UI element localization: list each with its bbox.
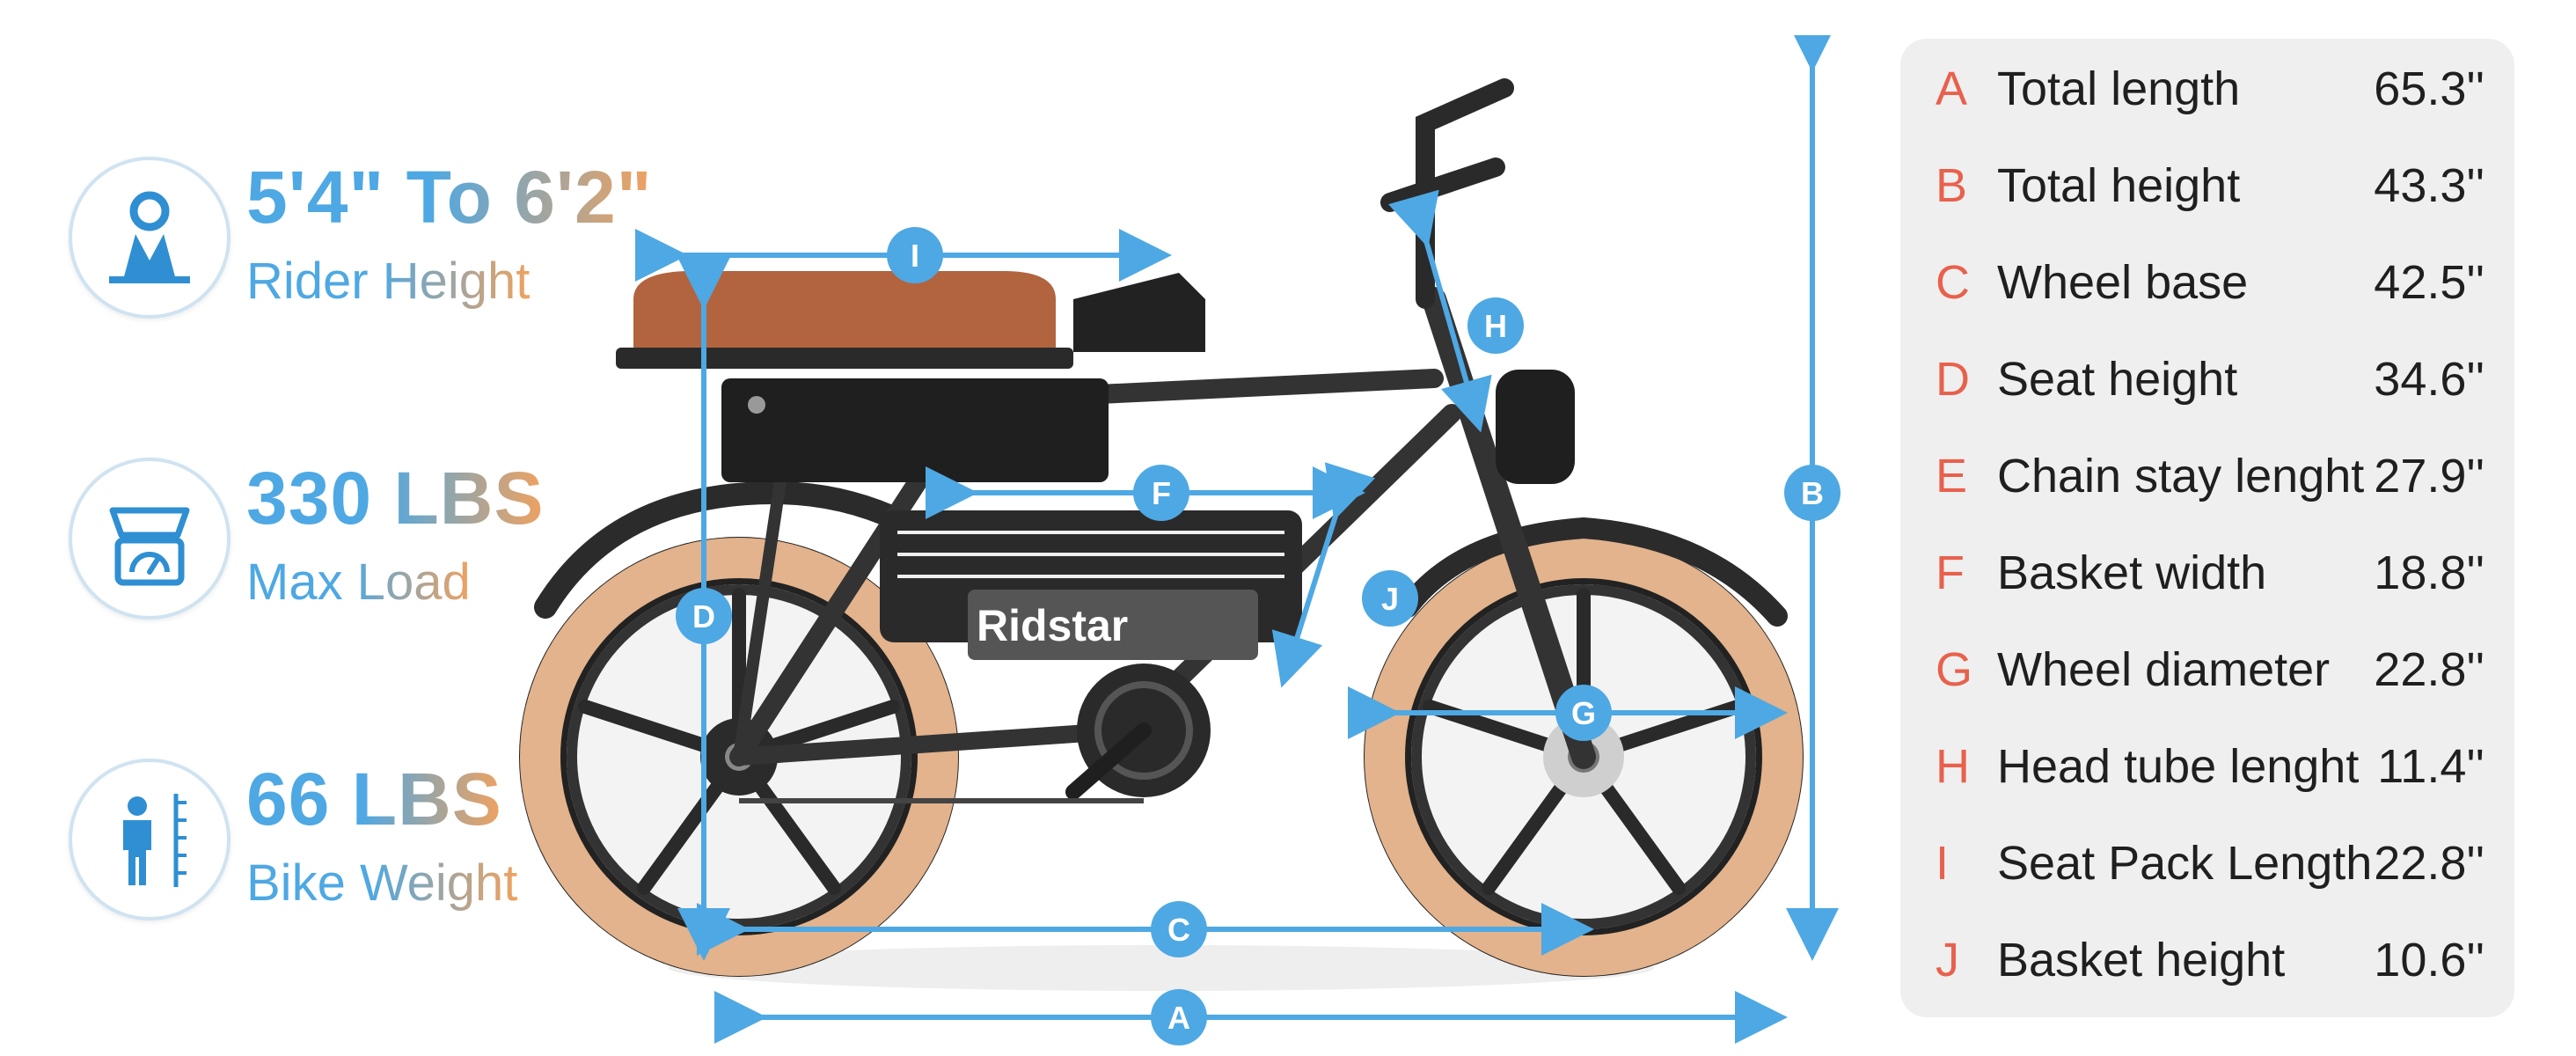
spec-value: 43.3'' (2374, 159, 2485, 212)
spec-value: 27.9'' (2374, 450, 2485, 502)
svg-text:H: H (1484, 308, 1507, 344)
spec-row-g: G Wheel diameter 22.8'' (1900, 620, 2514, 716)
bike-weight-label: Bike Weight (246, 854, 518, 912)
headlight (1496, 370, 1575, 484)
spec-name: Seat height (1997, 353, 2238, 406)
spec-name: Basket width (1997, 546, 2267, 599)
spec-letter: J (1936, 934, 1959, 986)
marker-c: C (1151, 901, 1207, 957)
dim-line-j (1271, 462, 1376, 688)
dim-line-h (1387, 189, 1492, 433)
spec-name: Total length (1997, 62, 2241, 115)
spec-name: Basket height (1997, 934, 2286, 986)
marker-d: D (676, 588, 732, 644)
scale-icon (69, 458, 231, 620)
spec-value: 10.6'' (2374, 934, 2485, 986)
brand-logo: Ridstar (977, 601, 1128, 650)
spec-name: Head tube lenght (1997, 740, 2360, 793)
marker-j: J (1362, 570, 1418, 627)
spec-row-i: I Seat Pack Length 22.8'' (1900, 813, 2514, 910)
marker-b: B (1784, 465, 1841, 521)
stat-rider-height: 5'4" To 6'2" Rider Height (69, 148, 652, 324)
stat-bike-weight: 66 LBS Bike Weight (69, 750, 614, 926)
spec-value: 18.8'' (2374, 546, 2485, 599)
seat (633, 271, 1056, 352)
spec-name: Chain stay lenght (1997, 450, 2365, 502)
marker-f: F (1133, 465, 1189, 521)
spec-value: 42.5'' (2374, 256, 2485, 309)
spec-value: 22.8'' (2374, 837, 2485, 890)
max-load-label: Max Load (246, 554, 471, 611)
svg-text:C: C (1167, 912, 1190, 948)
spec-letter: A (1936, 62, 1968, 115)
spec-row-f: F Basket width 18.8'' (1900, 523, 2514, 620)
spec-letter: I (1936, 837, 1950, 890)
battery-pack (721, 378, 1109, 482)
spec-row-c: C Wheel base 42.5'' (1900, 232, 2514, 329)
svg-text:D: D (692, 598, 715, 634)
svg-text:F: F (1152, 475, 1171, 511)
spec-letter: E (1936, 450, 1968, 502)
bike-illustration: Ridstar A (510, 35, 1848, 1056)
bike-weight-value: 66 LBS (246, 758, 502, 840)
spec-name: Wheel base (1997, 256, 2249, 309)
tank-bag (1073, 273, 1205, 352)
basket: Ridstar (880, 510, 1302, 660)
spec-name: Total height (1997, 159, 2241, 212)
svg-text:A: A (1167, 1000, 1190, 1036)
marker-i: I (887, 227, 943, 283)
marker-a: A (1151, 989, 1207, 1045)
stat-max-load: 330 LBS Max Load (69, 449, 614, 625)
spec-letter: G (1936, 643, 1973, 696)
spec-row-h: H Head tube lenght 11.4'' (1900, 716, 2514, 813)
marker-h: H (1467, 297, 1524, 354)
marker-g: G (1555, 685, 1612, 741)
spec-value: 34.6'' (2374, 353, 2485, 406)
spec-letter: B (1936, 159, 1968, 212)
spec-value: 11.4'' (2377, 740, 2485, 793)
rider-height-label: Rider Height (246, 253, 531, 310)
spec-name: Wheel diameter (1997, 643, 2331, 696)
spec-row-a: A Total length 65.3'' (1900, 39, 2514, 136)
svg-text:J: J (1381, 581, 1399, 617)
spec-value: 65.3'' (2374, 62, 2485, 115)
spec-row-d: D Seat height 34.6'' (1900, 329, 2514, 426)
spec-row-b: B Total height 43.3'' (1900, 136, 2514, 232)
spec-value: 22.8'' (2374, 643, 2485, 696)
rider-height-icon (69, 157, 231, 319)
spec-row-e: E Chain stay lenght 27.9'' (1900, 426, 2514, 523)
spec-letter: H (1936, 740, 1970, 793)
svg-text:I: I (911, 238, 919, 274)
spec-name: Seat Pack Length (1997, 837, 2373, 890)
svg-text:B: B (1801, 475, 1824, 511)
rider-height-value: 5'4" To 6'2" (246, 156, 653, 238)
spec-row-j: J Basket height 10.6'' (1900, 910, 2514, 1007)
spec-letter: F (1936, 546, 1965, 599)
spec-table: A Total length 65.3'' B Total height 43.… (1900, 39, 2514, 1017)
svg-text:G: G (1571, 695, 1596, 731)
max-load-value: 330 LBS (246, 457, 545, 539)
spec-letter: C (1936, 256, 1970, 309)
spec-letter: D (1936, 353, 1970, 406)
person-ruler-icon (69, 759, 231, 920)
